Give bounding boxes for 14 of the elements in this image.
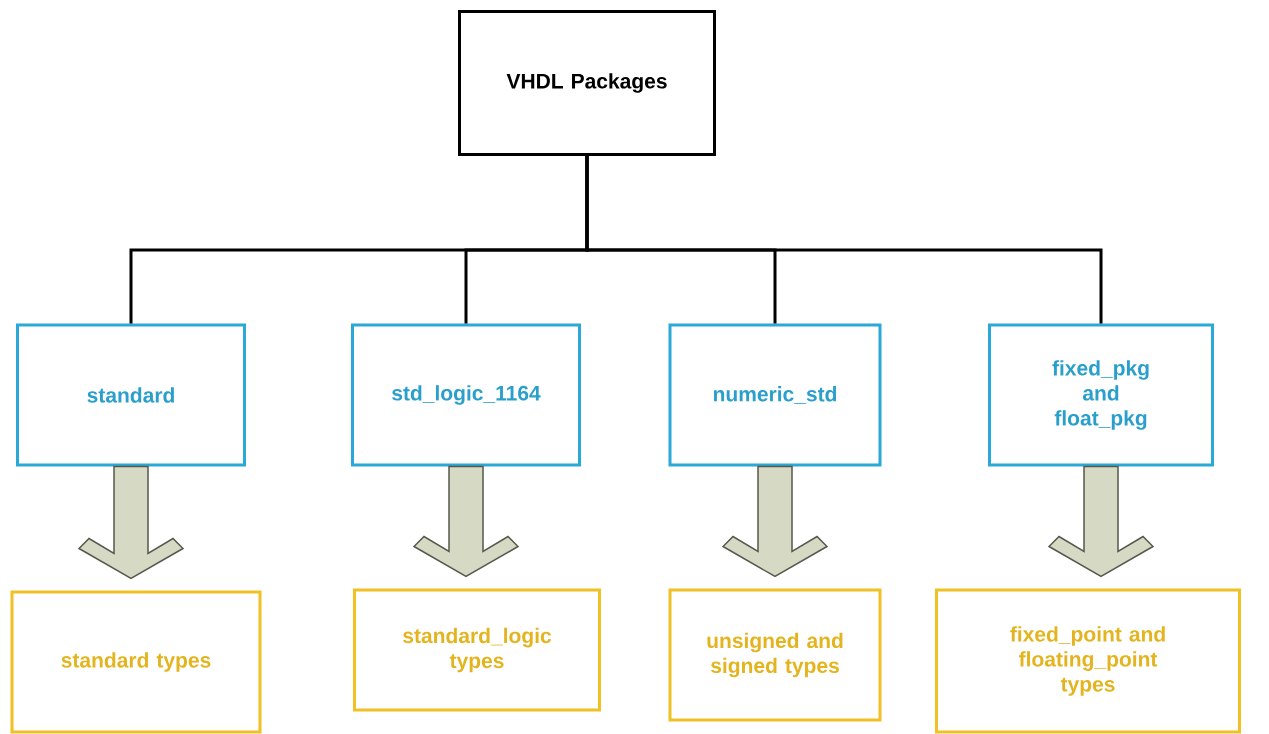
package-box: fixed_pkg and float_pkg [988,323,1214,467]
type-box: unsigned and signed types [668,588,882,722]
package-box: std_logic_1164 [351,323,581,467]
block-arrow [1047,465,1155,578]
block-arrow [77,465,185,580]
block-arrow [412,465,520,578]
root-box: VHDL Packages [458,10,716,156]
package-box: standard [16,323,246,467]
type-box: standard types [10,590,262,734]
type-box: fixed_point and floating_point types [935,588,1241,734]
type-box: standard_logic types [353,588,601,712]
package-box: numeric_std [668,323,882,467]
connector-line [585,156,1103,324]
block-arrow [721,465,829,578]
